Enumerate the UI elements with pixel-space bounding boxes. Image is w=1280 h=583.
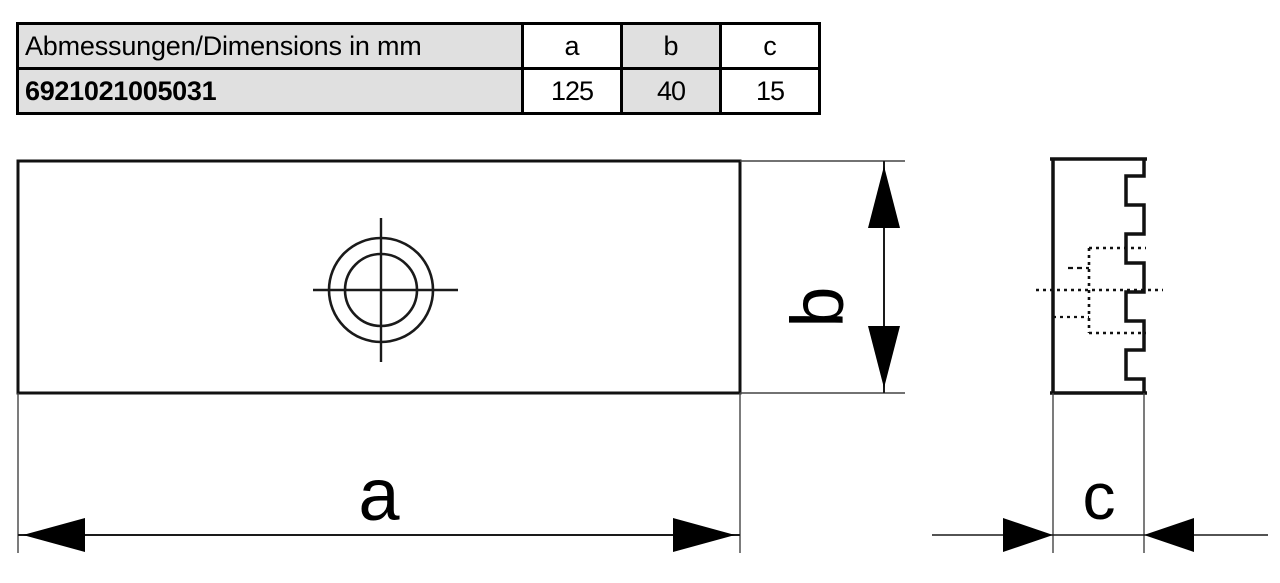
table-header-description: Abmessungen/Dimensions in mm <box>16 22 524 70</box>
table-row: 6921021005031 125 40 15 <box>16 67 821 115</box>
cell-value-b: 40 <box>620 67 722 115</box>
dimension-label-a: a <box>358 453 400 536</box>
c-arrowhead-right <box>1144 518 1194 552</box>
a-arrowhead-left <box>23 518 85 552</box>
cell-part-number: 6921021005031 <box>16 67 524 115</box>
dimensions-table: Abmessungen/Dimensions in mm a b c 69210… <box>16 22 821 115</box>
table-header-col-a: a <box>521 22 623 70</box>
a-arrowhead-right <box>673 518 735 552</box>
table-header-col-b: b <box>620 22 722 70</box>
cell-value-c: 15 <box>719 67 821 115</box>
side-view-serrated-edge <box>1124 159 1146 393</box>
dimension-label-c: c <box>1083 459 1116 533</box>
cell-value-a: 125 <box>521 67 623 115</box>
top-view-plate-outline <box>16 159 742 395</box>
table-header-col-c: c <box>719 22 821 70</box>
b-arrowhead-bottom <box>868 326 900 388</box>
table-header-row: Abmessungen/Dimensions in mm a b c <box>16 22 821 70</box>
dimension-label-b: b <box>776 286 859 327</box>
c-arrowhead-left <box>1003 518 1053 552</box>
b-arrowhead-top <box>868 166 900 228</box>
